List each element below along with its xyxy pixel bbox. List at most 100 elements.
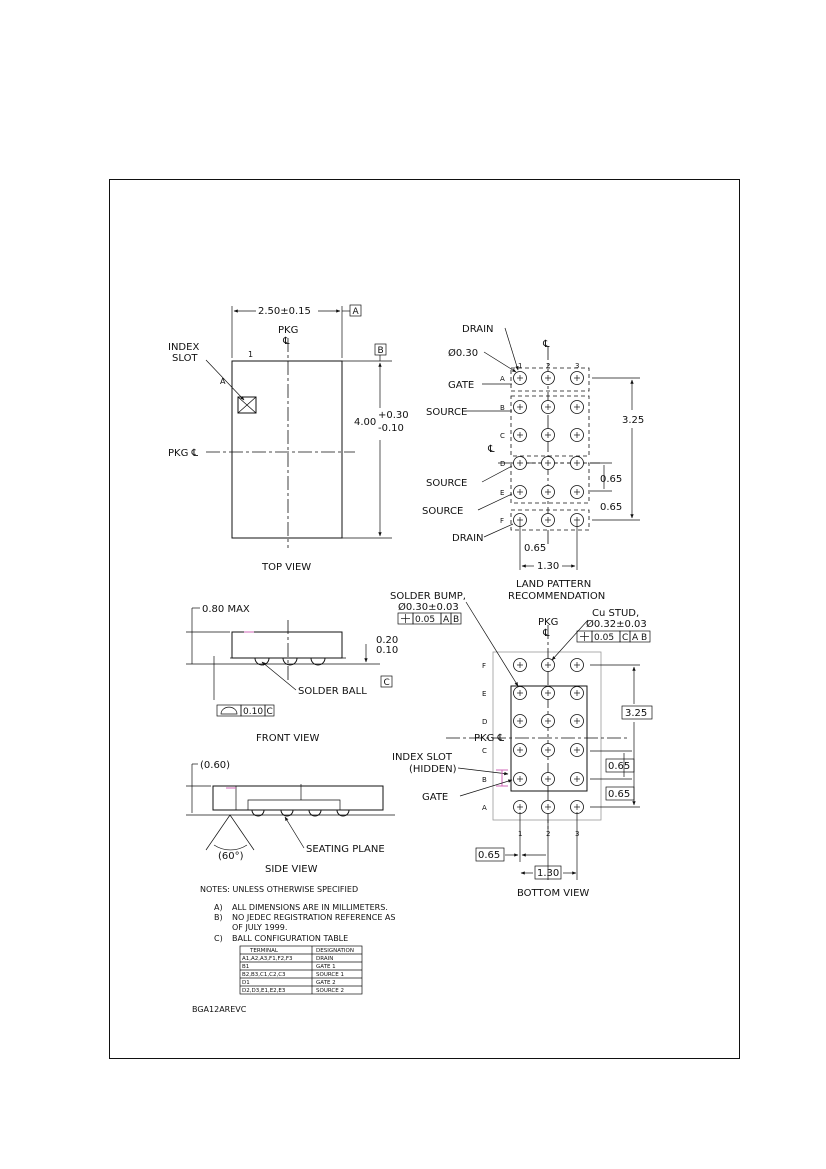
bottom-row-label: A xyxy=(482,804,487,812)
bottom-row-label: D xyxy=(482,718,487,726)
side-ball xyxy=(336,809,350,817)
land-col-label: 3 xyxy=(575,362,579,370)
land-cl-top: ℄ xyxy=(542,339,550,350)
note-a-label: A) xyxy=(214,903,223,912)
land-dim-130: 1.30 xyxy=(537,561,559,572)
land-dia: Ø0.30 xyxy=(448,347,478,359)
index-label: INDEX xyxy=(168,342,199,353)
land-row-label: B xyxy=(500,404,505,412)
top-view: 2.50±0.15 A PKG ℄ B 4.00 +0.30 -0.10 IND… xyxy=(168,304,409,573)
bottom-dim-130: 1.30 xyxy=(537,868,559,879)
datum-a: A xyxy=(353,307,360,317)
bottom-index-slot: INDEX SLOT xyxy=(392,752,453,763)
bottom-cu-stud: Cu STUD, xyxy=(592,608,639,619)
table-cell-terminal: D2,D3,E1,E2,E3 xyxy=(242,988,286,994)
bottom-bump-b: B xyxy=(453,615,459,625)
land-source-2: SOURCE xyxy=(426,478,467,489)
bottom-stud-tol: 0.05 xyxy=(594,633,614,643)
datum-a-box xyxy=(349,304,362,317)
notes: NOTES: UNLESS OTHERWISE SPECIFIED A) ALL… xyxy=(200,885,395,943)
table-cell-designation: GATE 1 xyxy=(316,964,336,970)
top-view-body xyxy=(231,360,343,539)
bottom-pkg-cl: PKG ℄ xyxy=(474,733,505,744)
note-b-text-1: NO JEDEC REGISTRATION REFERENCE AS xyxy=(232,913,395,922)
side-angle: (60°) xyxy=(218,851,244,862)
table-cell-terminal: B2,B3,C1,C2,C3 xyxy=(242,972,286,978)
side-view-body xyxy=(212,785,384,811)
side-view: (0.60) (60°) SEATING PLANE SIDE VIEW xyxy=(186,760,395,875)
side-ball xyxy=(251,809,265,817)
table-header-terminal: TERMINAL xyxy=(249,948,279,954)
front-ball xyxy=(310,657,326,666)
land-dim-065-a: 0.65 xyxy=(600,474,622,485)
front-view: 0.80 MAX 0.20 0.10 C SOLDER BALL 0.10 C … xyxy=(186,604,398,744)
front-dim-020: 0.20 xyxy=(376,635,398,646)
bottom-stud-ab: A B xyxy=(632,633,647,643)
front-view-body xyxy=(231,631,343,659)
table-cell-designation: SOURCE 1 xyxy=(316,972,344,978)
land-dim-325: 3.25 xyxy=(622,415,644,426)
top-pin1-label: 1 xyxy=(248,350,253,359)
table-cell-terminal: A1,A2,A3,F1,F2,F3 xyxy=(242,956,293,962)
bottom-bump-dia: Ø0.30±0.03 xyxy=(398,601,459,613)
top-view-caption: TOP VIEW xyxy=(261,562,311,573)
table-cell-terminal: B1 xyxy=(242,964,249,970)
top-pkg-label: PKG xyxy=(278,325,298,336)
front-ball xyxy=(282,657,298,666)
datum-c: C xyxy=(384,678,390,688)
side-dim-060: (0.60) xyxy=(200,760,230,771)
bottom-gate: GATE xyxy=(422,792,448,803)
bottom-view-caption: BOTTOM VIEW xyxy=(517,888,589,899)
bottom-row-label: B xyxy=(482,776,487,784)
top-height-plus: +0.30 xyxy=(378,410,409,421)
front-solder-ball: SOLDER BALL xyxy=(298,686,367,697)
land-caption-2: RECOMMENDATION xyxy=(508,591,605,602)
drawing-number: BGA12AREVC xyxy=(192,1005,247,1014)
land-source-1: SOURCE xyxy=(426,407,467,418)
table-cell-designation: DRAIN xyxy=(316,956,333,962)
bottom-row-label: F xyxy=(482,662,486,670)
top-rowA-label: A xyxy=(220,377,226,386)
land-dim-065-b: 0.65 xyxy=(600,502,622,513)
front-fcf-value: 0.10 xyxy=(243,707,263,717)
side-ball xyxy=(308,809,322,817)
bottom-cl: ℄ xyxy=(542,628,550,639)
front-dim-max: 0.80 MAX xyxy=(202,604,250,615)
front-fcf-datum: C xyxy=(267,707,273,717)
bottom-dim-065-a: 0.65 xyxy=(608,761,630,772)
note-b-label: B) xyxy=(214,913,223,922)
front-view-caption: FRONT VIEW xyxy=(256,733,319,744)
note-b-text-2: OF JULY 1999. xyxy=(232,923,287,932)
top-height-minus: -0.10 xyxy=(378,423,404,434)
bottom-dim-325: 3.25 xyxy=(625,708,647,719)
top-width-dim: 2.50±0.15 xyxy=(258,306,311,317)
index-slot-mark xyxy=(237,396,257,414)
land-row-label: D xyxy=(500,460,505,468)
land-source-3: SOURCE xyxy=(422,506,463,517)
side-seating-plane: SEATING PLANE xyxy=(306,844,385,855)
bottom-bump-a: A xyxy=(443,615,450,625)
bottom-view-body xyxy=(510,685,588,792)
bottom-dim-065-x: 0.65 xyxy=(478,850,500,861)
ball-config-table: TERMINAL DESIGNATION A1,A2,A3,F1,F2,F3 D… xyxy=(239,945,363,995)
bottom-pkg: PKG xyxy=(538,617,558,628)
bottom-row-label: C xyxy=(482,747,487,755)
land-row-label: A xyxy=(500,375,505,383)
land-drain-top: DRAIN xyxy=(462,324,494,335)
land-col-label: 1 xyxy=(518,362,522,370)
land-cl-mid: ℄ xyxy=(487,444,495,455)
land-caption-1: LAND PATTERN xyxy=(516,579,591,590)
bottom-row-label: E xyxy=(482,690,486,698)
top-pkg-cl-label: PKG ℄ xyxy=(168,448,199,459)
table-cell-terminal: D1 xyxy=(242,980,250,986)
bottom-hidden: (HIDDEN) xyxy=(409,764,457,775)
note-c-label: C) xyxy=(214,934,223,943)
top-height-main: 4.00 xyxy=(354,417,376,428)
front-dim-010: 0.10 xyxy=(376,645,398,656)
table-cell-designation: GATE 2 xyxy=(316,980,336,986)
side-view-caption: SIDE VIEW xyxy=(265,864,318,875)
land-row-label: C xyxy=(500,432,505,440)
